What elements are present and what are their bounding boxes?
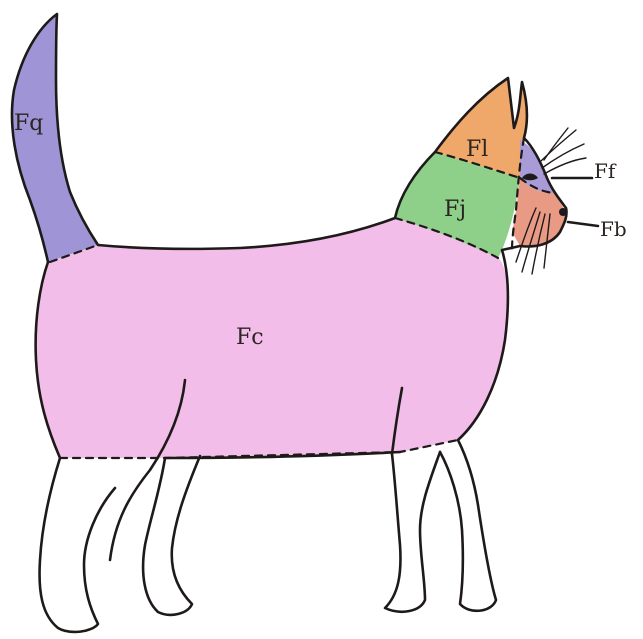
label-fj: Fj xyxy=(444,197,466,222)
label-fl: Fl xyxy=(466,137,488,162)
label-fb: Fb xyxy=(600,217,627,241)
pointer-fb xyxy=(568,222,598,226)
label-fc: Fc xyxy=(236,325,264,350)
hind-leg-near xyxy=(40,458,115,632)
front-leg-far xyxy=(385,452,440,612)
body-region xyxy=(36,218,508,458)
label-fq: Fq xyxy=(14,111,43,136)
label-ff: Ff xyxy=(594,159,617,183)
hind-leg-far xyxy=(143,456,200,615)
nose xyxy=(559,208,567,216)
front-leg-near xyxy=(440,440,496,611)
